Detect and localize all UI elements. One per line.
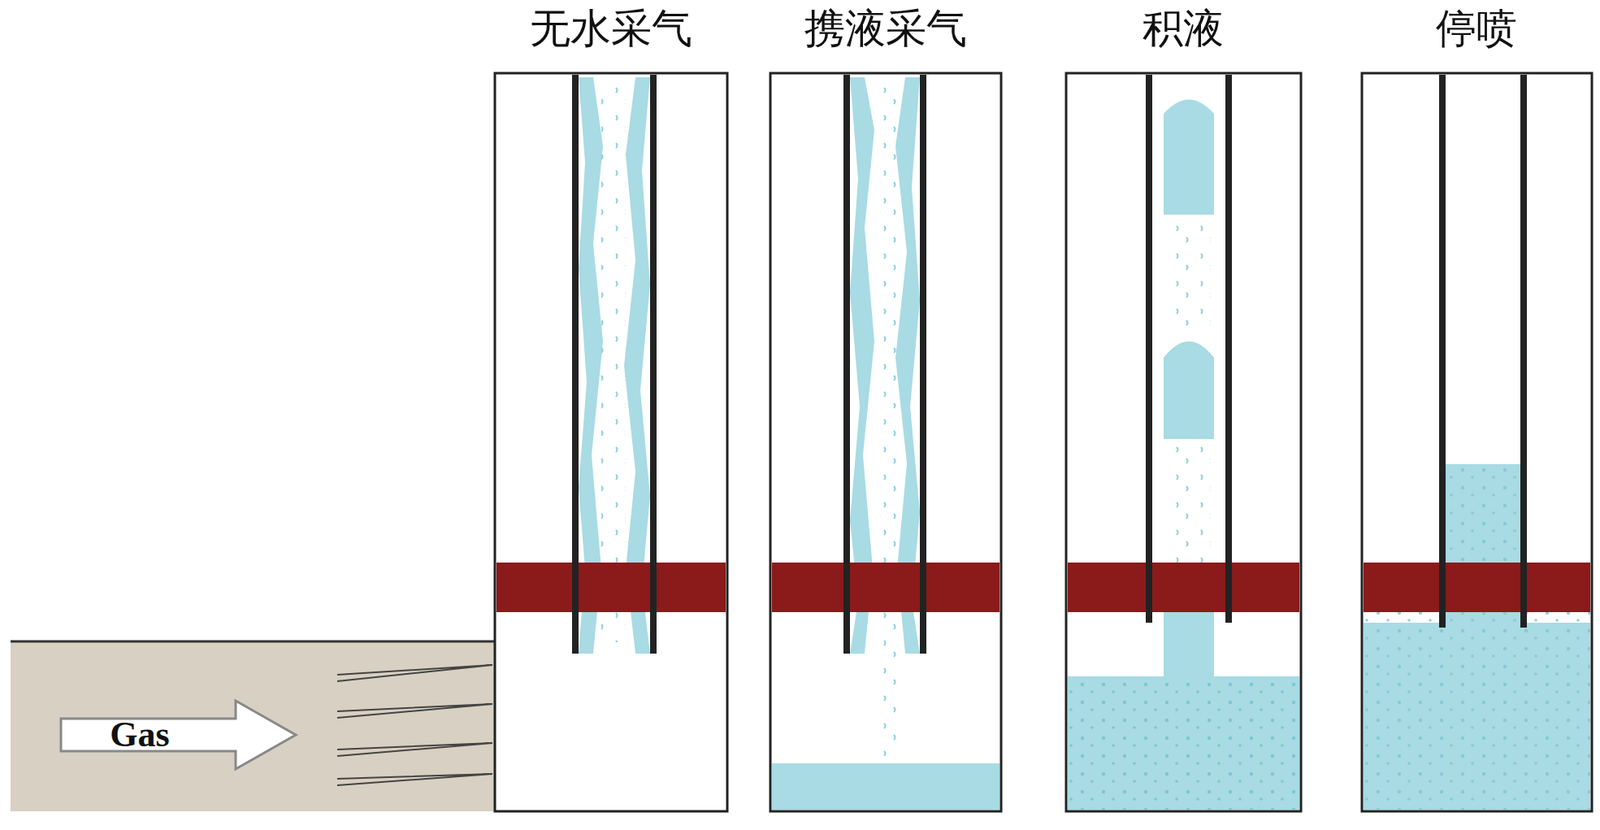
- horizontal-wellbore: [10, 641, 495, 811]
- stage-heading: 停喷: [1435, 6, 1518, 52]
- stage-heading: 无水采气: [529, 6, 693, 52]
- gas-label: Gas: [109, 715, 170, 755]
- perforations: [337, 664, 493, 785]
- well-stopped: [1361, 73, 1592, 811]
- well-liquid-carrying: [770, 73, 1002, 811]
- stage-heading: 积液: [1142, 6, 1224, 52]
- well-dry: [494, 73, 728, 811]
- well-liquid-loading: [1066, 73, 1301, 811]
- gas-arrow: [60, 700, 296, 769]
- stage-heading: 携液采气: [804, 6, 967, 52]
